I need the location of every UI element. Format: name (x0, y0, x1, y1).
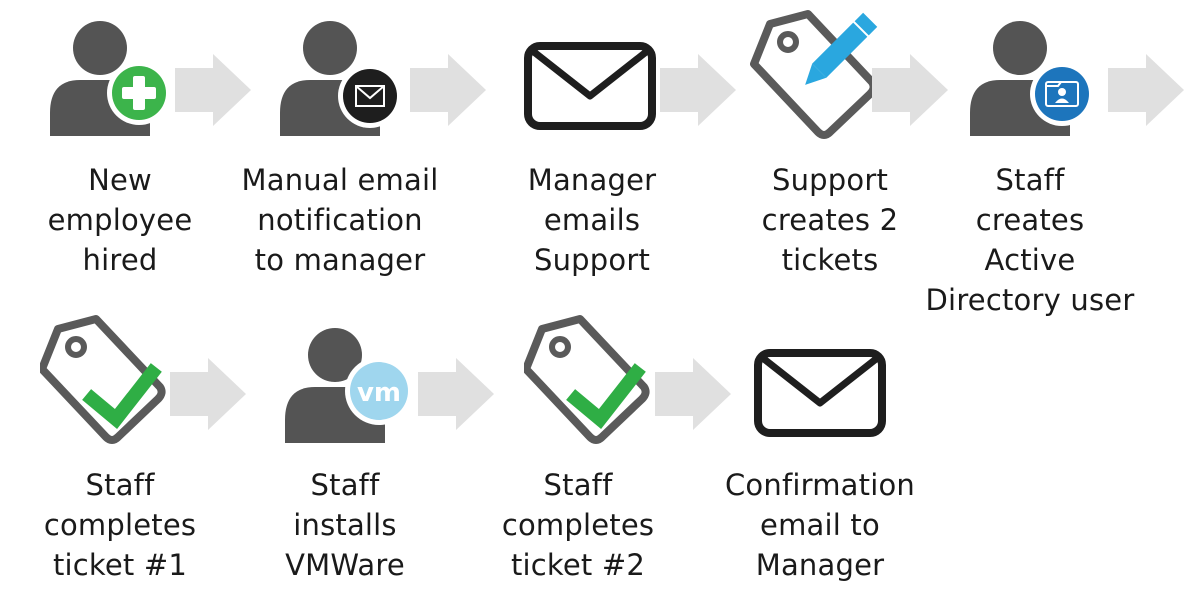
step-label-line: Manual email (241, 163, 439, 197)
step-label-line: creates 2 (761, 203, 899, 237)
step-label-line: Staff (310, 468, 380, 502)
step-label-line: to manager (254, 243, 426, 277)
step-label-line: Directory user (925, 283, 1135, 317)
step-label-line: emails (543, 203, 641, 237)
person-email-icon (280, 21, 402, 136)
step-new-employee-hired: New employee hired (0, 0, 240, 290)
arrow-right-icon (410, 54, 486, 126)
step-label-line: Confirmation (724, 468, 916, 502)
tag-check-icon (524, 315, 650, 444)
person-directory-icon (970, 21, 1094, 136)
step-label-line: installs (293, 508, 397, 542)
step-label-line: VMWare (285, 548, 405, 582)
person-vm-icon: vm (285, 328, 413, 443)
step-label-line: ticket #2 (510, 548, 646, 582)
vm-badge-text: vm (357, 378, 401, 408)
step-label-line: tickets (781, 243, 879, 277)
step-label-line: Active (984, 243, 1076, 277)
step-manager-emails-support: Manager emails Support (472, 0, 712, 290)
step-staff-completes-ticket-2: Staff completes ticket #2 (458, 305, 698, 595)
step-label-line: Support (771, 163, 889, 197)
arrow-right-icon (655, 358, 731, 430)
step-label-line: ticket #1 (52, 548, 188, 582)
arrow-right-icon (1108, 54, 1184, 126)
step-label-line: New (88, 163, 152, 197)
arrow-right-icon (175, 54, 251, 126)
tag-check-icon (40, 315, 166, 444)
step-staff-completes-ticket-1: Staff completes ticket #1 (0, 305, 240, 595)
step-label-line: Staff (995, 163, 1065, 197)
step-support-creates-tickets: Support creates 2 tickets (710, 0, 950, 290)
step-label-line: Support (533, 243, 651, 277)
step-label-line: email to (760, 508, 880, 542)
step-label-line: Manager (527, 163, 657, 197)
step-label-line: Staff (85, 468, 155, 502)
step-manual-email-notification: Manual email notification to manager (220, 0, 460, 290)
arrow-right-icon (872, 54, 948, 126)
person-plus-icon (50, 21, 171, 136)
step-label-line: completes (43, 508, 197, 542)
step-label-line: creates (975, 203, 1085, 237)
step-label-line: notification (257, 203, 423, 237)
arrow-right-icon (170, 358, 246, 430)
step-label-line: Manager (755, 548, 885, 582)
step-confirmation-email: Confirmation email to Manager (700, 305, 940, 595)
step-staff-creates-ad-user: Staff creates Active Directory user (910, 0, 1150, 317)
envelope-icon (754, 349, 886, 437)
step-label-line: employee (47, 203, 193, 237)
step-label-line: hired (82, 243, 158, 277)
arrow-right-icon (660, 54, 736, 126)
arrow-right-icon (418, 358, 494, 430)
step-label-line: completes (501, 508, 655, 542)
step-label-line: Staff (543, 468, 613, 502)
step-staff-installs-vmware: vm Staff installs VMWare (225, 305, 465, 595)
envelope-icon (524, 42, 656, 130)
